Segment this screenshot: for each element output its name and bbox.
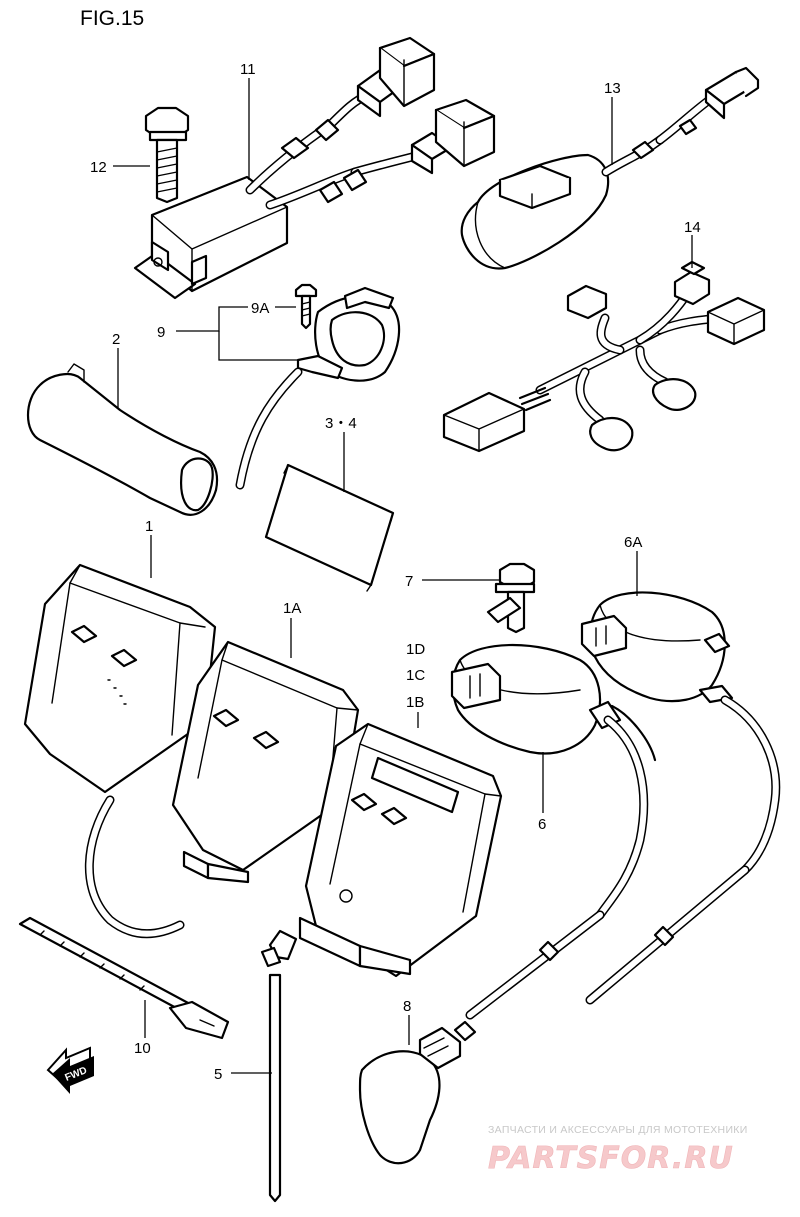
part-1a-cdi-unit — [171, 640, 360, 884]
label-10: 10 — [134, 1040, 151, 1057]
label-7: 7 — [405, 573, 413, 590]
leader-lines — [113, 78, 693, 1074]
part-5-cable-tie — [260, 929, 298, 1203]
label-1: 1 — [145, 518, 153, 535]
label-1d: 1D — [406, 641, 425, 658]
label-8: 8 — [403, 998, 411, 1015]
part-10-strap — [18, 916, 230, 1040]
part-14-sub-harness — [442, 260, 766, 453]
label-12: 12 — [90, 159, 107, 176]
part-6-ignition-coil — [450, 643, 657, 1020]
label-6a: 6A — [624, 534, 642, 551]
part-1-cdi-unit — [23, 563, 217, 939]
label-11: 11 — [240, 61, 256, 78]
watermark: ЗАПЧАСТИ И АКСЕССУАРЫ ДЛЯ МОТОТЕХНИКИ PA… — [488, 1124, 748, 1176]
part-6a-ignition-coil — [580, 591, 781, 1005]
label-1b: 1B — [406, 694, 424, 711]
label-13: 13 — [604, 80, 621, 97]
part-2-rubber-band — [27, 363, 219, 516]
label-5: 5 — [214, 1066, 222, 1083]
part-labels: 11 12 13 14 9A 9 2 3・4 1 1A 1D 1C 1B 7 6… — [90, 61, 701, 1083]
part-9-clamp — [235, 283, 401, 490]
part-8-plug-cap — [358, 1020, 477, 1165]
label-14: 14 — [684, 219, 701, 236]
label-2: 2 — [112, 331, 120, 348]
label-9a: 9A — [251, 300, 269, 317]
part-13-condenser — [460, 66, 760, 270]
label-1c: 1C — [406, 667, 425, 684]
part-7-bolt — [486, 562, 536, 634]
label-1a: 1A — [283, 600, 301, 617]
part-12-bolt — [144, 106, 190, 204]
label-6: 6 — [538, 816, 546, 833]
watermark-caption: ЗАПЧАСТИ И АКСЕССУАРЫ ДЛЯ МОТОТЕХНИКИ — [488, 1124, 748, 1136]
part-1b-cdi-unit — [298, 722, 503, 978]
figure-title: FIG.15 — [80, 7, 144, 30]
part-3-4-pad — [264, 463, 395, 592]
watermark-brand: PARTSFOR.RU — [488, 1141, 734, 1176]
fwd-arrow: FWD — [46, 1046, 94, 1094]
part-11-relay — [133, 36, 496, 300]
label-9: 9 — [157, 324, 165, 341]
label-3-4: 3・4 — [325, 415, 357, 432]
